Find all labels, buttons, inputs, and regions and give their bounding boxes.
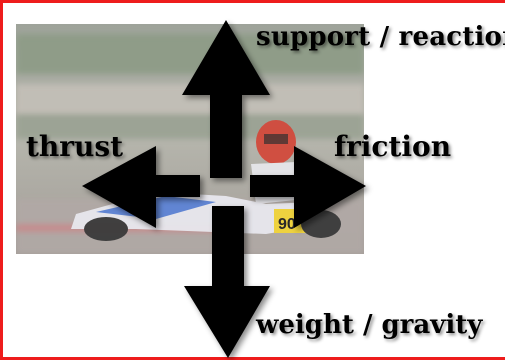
friction-label: friction — [334, 130, 452, 163]
support-reaction-label: support / reaction — [256, 22, 505, 52]
weight-gravity-label: weight / gravity — [256, 310, 483, 340]
thrust-label: thrust — [26, 130, 124, 163]
friction-arrow — [250, 146, 366, 228]
weight-arrow — [184, 206, 270, 358]
support-arrow — [182, 20, 270, 178]
kart-number: 90 — [278, 216, 296, 233]
thrust-arrow — [82, 146, 200, 228]
